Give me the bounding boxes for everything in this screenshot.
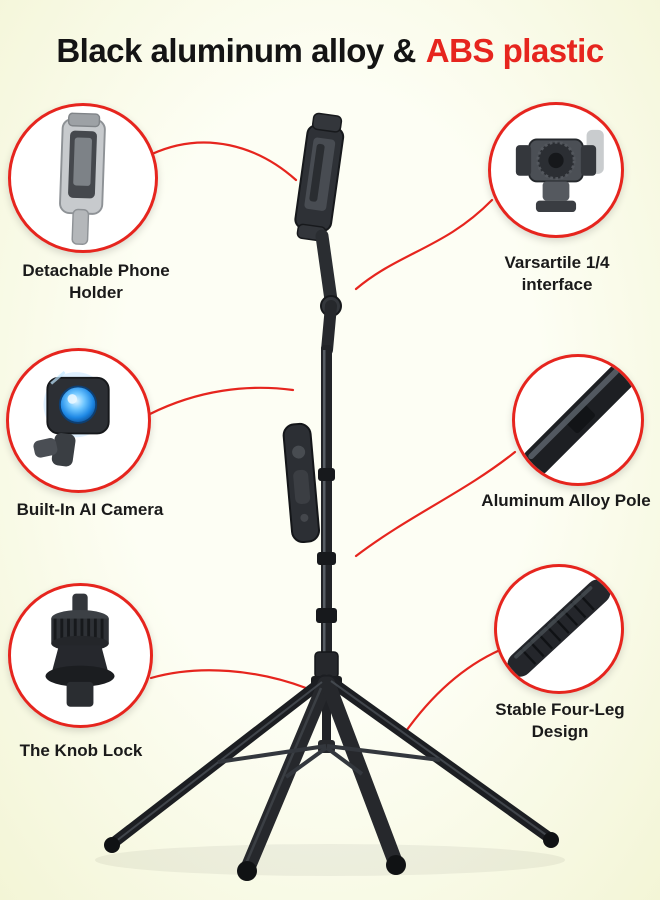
callout-four-leg bbox=[494, 564, 624, 694]
label-four-leg: Stable Four-Leg Design bbox=[495, 700, 625, 742]
label-aluminum-pole: Aluminum Alloy Pole bbox=[481, 491, 651, 510]
callout-knob-lock bbox=[8, 583, 153, 728]
connector-four-leg bbox=[402, 648, 502, 736]
callout-aluminum-pole bbox=[512, 354, 644, 486]
label-knob-lock: The Knob Lock bbox=[19, 741, 143, 760]
ai-camera-icon bbox=[33, 370, 110, 467]
fold-joint bbox=[315, 229, 342, 356]
connector-interface bbox=[354, 198, 494, 291]
connector-ai-camera bbox=[148, 386, 295, 416]
quarter-interface-icon bbox=[515, 129, 604, 213]
callout-phone-holder bbox=[8, 103, 158, 253]
remote-control bbox=[282, 422, 320, 543]
label-phone-holder: Detachable Phone Holder bbox=[22, 261, 170, 303]
connector-pole bbox=[354, 450, 517, 558]
phone-holder-icon bbox=[59, 112, 106, 245]
aluminum-pole-icon bbox=[521, 361, 637, 477]
label-quarter-interface: Varsartile 1/4 interface bbox=[504, 253, 610, 295]
callout-quarter-interface bbox=[488, 102, 624, 238]
leg-braces bbox=[217, 744, 441, 779]
label-ai-camera: Built-In AI Camera bbox=[16, 500, 164, 519]
main-pole bbox=[316, 345, 337, 665]
ground-shadow bbox=[95, 844, 565, 876]
callout-ai-camera bbox=[6, 348, 151, 493]
title-red-text: ABS plastic bbox=[425, 32, 604, 69]
page-title: Black aluminum alloy &ABS plastic bbox=[0, 32, 660, 70]
title-black-text: Black aluminum alloy & bbox=[56, 32, 416, 69]
connector-knob-lock bbox=[149, 669, 308, 690]
phone-clamp bbox=[294, 112, 345, 242]
knob-lock-icon bbox=[45, 593, 115, 707]
connector-phone-holder bbox=[150, 141, 298, 182]
connector-lines bbox=[148, 141, 517, 736]
four-leg-icon bbox=[507, 579, 611, 677]
